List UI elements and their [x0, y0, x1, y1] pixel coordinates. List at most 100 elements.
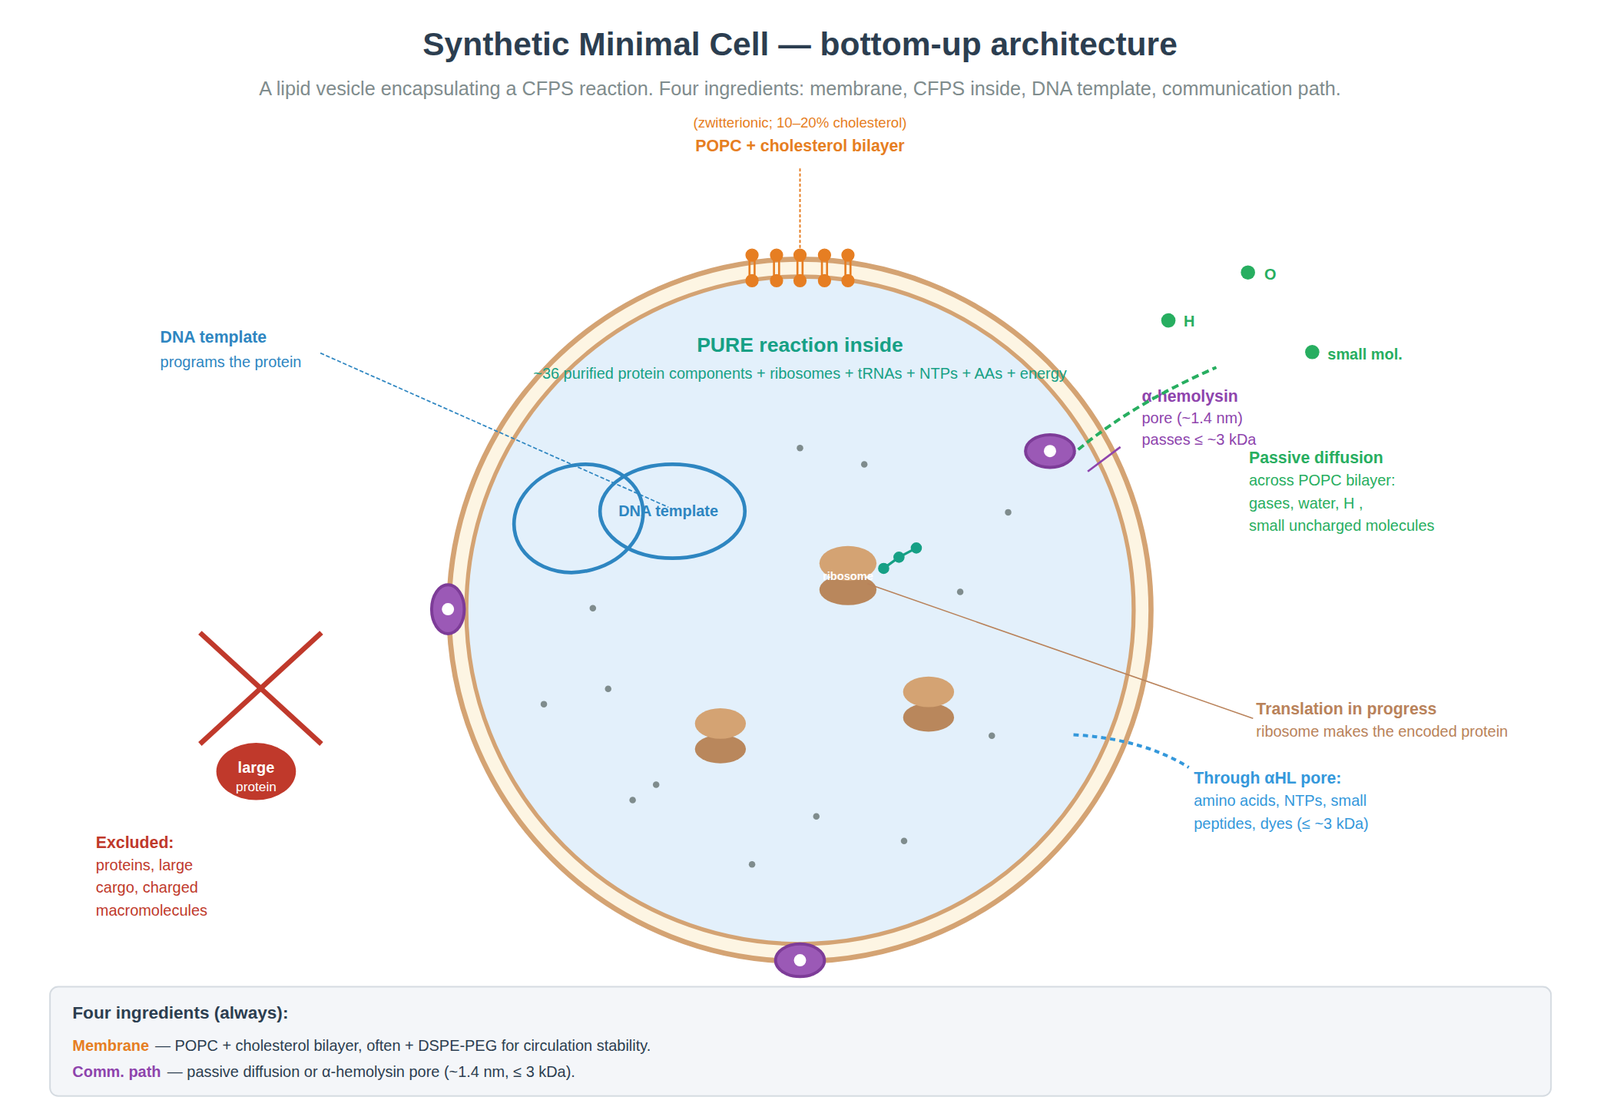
- node-body: ~36 purified protein components + riboso…: [443, 364, 1158, 383]
- molecule-dot: [796, 444, 804, 452]
- annotation-label: Passive diffusion: [1248, 448, 1384, 468]
- annotation-label: α-hemolysin: [1142, 387, 1239, 407]
- annotation-label: Through αHL pore:: [1193, 768, 1342, 789]
- oxygen-dot: [1240, 265, 1256, 280]
- lipid-tail: [778, 260, 781, 276]
- molecule-dots: [1161, 265, 1320, 359]
- lipid-head: [841, 248, 855, 262]
- pore-body: [1025, 434, 1075, 468]
- node-body: Membrane: [72, 1036, 150, 1056]
- dna-leader: [320, 353, 669, 508]
- membrane-leader: [799, 168, 802, 249]
- node-heading: ribosome: [817, 569, 879, 584]
- lipid-head: [745, 274, 759, 287]
- annotation-label: passes ≤ ~3 kDa: [1142, 430, 1257, 450]
- ribosome-large-subunit: [903, 676, 955, 708]
- chain-bead: [910, 543, 921, 554]
- annotation-label: gases, water, H ,: [1248, 493, 1363, 513]
- pore-symbol: [1025, 434, 1075, 468]
- vesicle-cell: PURE reaction inside~36 purified protein…: [447, 257, 1153, 964]
- annotation-label: amino acids, NTPs, small: [1193, 791, 1367, 811]
- node-heading: Four ingredients (always):: [72, 1003, 289, 1024]
- annotation-label: H: [1183, 312, 1195, 332]
- node-outline: [447, 257, 1153, 964]
- annotation-label: (zwitterionic; 10–20% cholesterol): [493, 113, 1107, 131]
- pore-channel: [794, 954, 807, 967]
- diagram-caption: A lipid vesicle encapsulating a CFPS rea…: [86, 76, 1515, 100]
- lipid-tail: [821, 260, 824, 276]
- nascent-chain: [878, 543, 922, 574]
- annotation-label: pore (~1.4 nm): [1142, 409, 1243, 428]
- pore-symbol: [431, 584, 465, 634]
- annotation-label: small mol.: [1327, 344, 1402, 364]
- node-heading: DNA template: [591, 502, 745, 521]
- annotation-label: ribosome makes the encoded protein: [1255, 722, 1508, 742]
- annotation-label: DNA template: [160, 327, 268, 348]
- protein-blob: [216, 742, 297, 800]
- diffusion-path: [1061, 367, 1217, 464]
- annotation-label: across POPC bilayer:: [1248, 471, 1395, 491]
- lipid-tail: [825, 260, 829, 276]
- annotation-label: Excluded:: [96, 833, 175, 853]
- node-outline: [505, 457, 751, 582]
- pore-channel: [1043, 444, 1057, 458]
- lipid-head: [818, 248, 831, 262]
- lipid-tail: [796, 260, 799, 276]
- molecule-dot: [813, 813, 821, 821]
- panel-background: [49, 987, 1551, 1097]
- ribosome-symbol: [903, 676, 955, 733]
- pore-symbol: [775, 944, 825, 978]
- chain-bead: [878, 563, 889, 574]
- molecule-dot: [957, 588, 964, 596]
- annotation-label: macromolecules: [96, 901, 208, 920]
- lipid-tail: [849, 260, 852, 276]
- annotation-label: small uncharged molecules: [1248, 516, 1435, 535]
- lipid-tail: [844, 260, 847, 276]
- small-molecule-dot: [1305, 344, 1320, 360]
- annotation-label: peptides, dyes (≤ ~3 kDa): [1193, 814, 1369, 833]
- molecule-dot: [748, 861, 756, 868]
- lipid-head: [794, 248, 807, 262]
- molecule-dot: [652, 781, 660, 789]
- molecule-dot: [1004, 509, 1012, 517]
- annotation-label: O: [1264, 265, 1277, 284]
- lipid-tail: [801, 260, 804, 276]
- lipid-tail: [748, 260, 751, 276]
- molecule-dot: [540, 700, 548, 708]
- ribosome-small-subunit: [903, 702, 955, 732]
- hydrogen-dot: [1161, 313, 1176, 328]
- lipid-head: [770, 248, 783, 262]
- node-heading: large: [216, 758, 297, 777]
- node-body: — passive diffusion or α-hemolysin pore …: [167, 1062, 576, 1081]
- lipid-head: [841, 274, 855, 287]
- pore-channel: [441, 602, 454, 616]
- molecule-dot: [589, 605, 597, 613]
- annotation-label: programs the protein: [160, 353, 302, 372]
- annotation-label: Translation in progress: [1255, 699, 1437, 719]
- molecule-dot: [988, 732, 996, 740]
- molecule-dot: [861, 460, 868, 468]
- annotation-label: cargo, charged: [96, 878, 199, 898]
- lipid-tail: [772, 260, 776, 276]
- lipid-head: [770, 274, 783, 287]
- cross-stroke: [199, 632, 322, 745]
- cross-stroke: [199, 632, 322, 745]
- ingredients-panel: Four ingredients (always): Membrane— POPC…: [49, 985, 1553, 1097]
- node-body: protein: [216, 778, 297, 796]
- lipid-head: [818, 274, 831, 287]
- large-protein: largeprotein: [216, 742, 297, 800]
- node-heading: PURE reaction inside: [493, 332, 1107, 358]
- chain-line: [883, 547, 917, 569]
- hemolysin-leader: [1087, 447, 1121, 472]
- ribosome-leader: [867, 583, 1253, 719]
- node-body: — POPC + cholesterol bilayer, often + DS…: [155, 1036, 651, 1056]
- molecule-dot: [901, 837, 908, 845]
- dna-plasmid: DNA template: [505, 457, 751, 582]
- diagram-title: Synthetic Minimal Cell — bottom-up archi…: [86, 24, 1515, 64]
- lipid-tail: [753, 260, 756, 276]
- lipid-head: [745, 248, 759, 262]
- exclusion-cross: [199, 632, 322, 745]
